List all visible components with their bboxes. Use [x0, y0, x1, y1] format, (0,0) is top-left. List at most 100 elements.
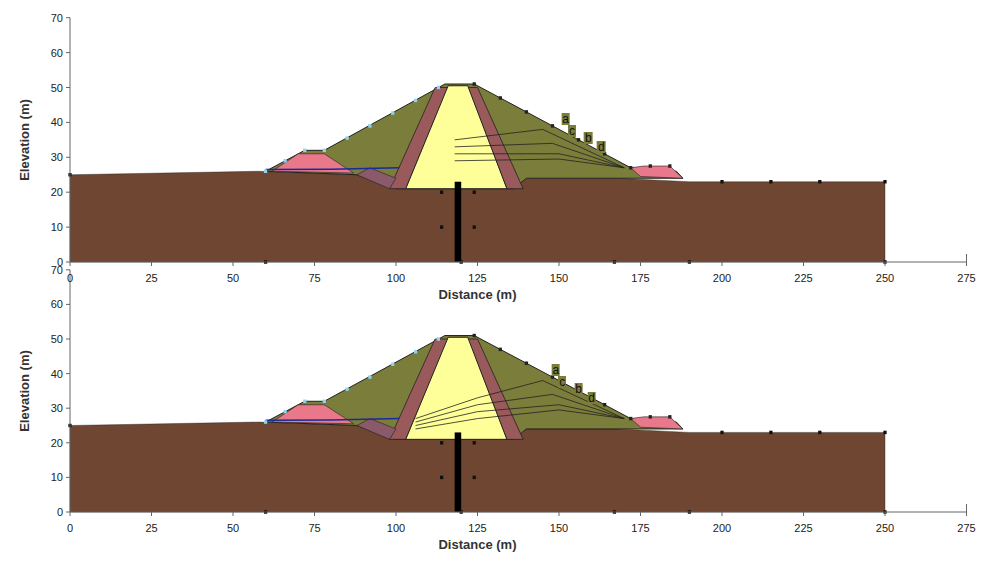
mesh-point: [473, 334, 476, 337]
mesh-point: [284, 410, 287, 413]
mesh-point: [818, 180, 821, 183]
mesh-point: [440, 190, 443, 193]
mesh-point: [323, 400, 326, 403]
mesh-point: [603, 403, 606, 406]
axis-line: [151, 262, 152, 266]
axis-line: [66, 122, 70, 123]
axis-line: [66, 157, 70, 158]
tick-label: 75: [308, 523, 320, 534]
axis-line: [722, 512, 723, 516]
tick-label: 175: [631, 273, 649, 284]
mesh-point: [345, 387, 348, 390]
tick-label: 50: [227, 523, 239, 534]
curve-label: a: [561, 113, 570, 125]
mesh-point: [368, 375, 371, 378]
mesh-point: [499, 96, 502, 99]
axis-line: [66, 304, 70, 305]
axis-line: [966, 512, 967, 516]
mesh-point: [629, 417, 632, 420]
curve-label: d: [587, 392, 596, 404]
mesh-point: [437, 86, 440, 89]
axis-line: [722, 262, 723, 266]
tick-label: 225: [794, 523, 812, 534]
mesh-point: [883, 180, 886, 183]
tick-label: 60: [51, 47, 63, 58]
axis-line: [314, 262, 315, 266]
axis-line: [66, 442, 70, 443]
axis-line: [66, 408, 70, 409]
tick-label: 60: [51, 299, 63, 310]
mesh-point: [769, 431, 772, 434]
mesh-point: [473, 476, 476, 479]
tick-label: 275: [957, 273, 975, 284]
axis-line: [477, 262, 478, 266]
axis-line: [66, 192, 70, 193]
tick-label: 250: [876, 523, 894, 534]
axis-line: [640, 512, 641, 516]
tick-label: 75: [308, 273, 320, 284]
mesh-point: [668, 415, 671, 418]
axis-line: [233, 512, 234, 516]
mesh-point: [473, 82, 476, 85]
mesh-point: [818, 431, 821, 434]
mesh-point: [649, 164, 652, 167]
mesh-point: [440, 225, 443, 228]
axis-line: [70, 262, 71, 266]
mesh-point: [391, 111, 394, 114]
tick-label: 20: [51, 187, 63, 198]
mesh-point: [391, 363, 394, 366]
tick-label: 25: [145, 273, 157, 284]
axis-line: [314, 512, 315, 516]
tick-label: 50: [51, 334, 63, 345]
axis-title: Distance (m): [438, 538, 516, 551]
mesh-point: [303, 149, 306, 152]
tick-label: 0: [57, 507, 63, 518]
axis-line: [966, 254, 967, 262]
tick-label: 70: [51, 12, 63, 23]
axis-line: [66, 269, 70, 270]
tick-label: 50: [227, 273, 239, 284]
axis-line: [233, 262, 234, 266]
axis-line: [66, 227, 70, 228]
axis-line: [885, 262, 886, 266]
mesh-point: [437, 337, 440, 340]
axis-line: [640, 262, 641, 266]
mesh-point: [440, 476, 443, 479]
mesh-point: [473, 190, 476, 193]
axis-line: [559, 262, 560, 266]
axis-line: [70, 270, 71, 512]
axis-line: [396, 512, 397, 516]
mesh-point: [499, 348, 502, 351]
tick-label: 200: [713, 273, 731, 284]
tick-label: 40: [51, 368, 63, 379]
tick-label: 0: [67, 273, 73, 284]
axis-line: [966, 262, 967, 266]
curve-label: b: [574, 383, 583, 395]
curve-label: a: [551, 364, 560, 376]
mesh-point: [440, 441, 443, 444]
mesh-point: [368, 124, 371, 127]
axis-line: [803, 512, 804, 516]
axis-line: [70, 512, 967, 513]
tick-label: 125: [468, 523, 486, 534]
tick-label: 40: [51, 117, 63, 128]
mesh-point: [264, 170, 267, 173]
mesh-point: [649, 415, 652, 418]
tick-label: 25: [145, 523, 157, 534]
axis-line: [151, 512, 152, 516]
axis-line: [885, 512, 886, 516]
mesh-point: [525, 110, 528, 113]
curve-label: c: [568, 125, 576, 137]
tick-label: 30: [51, 403, 63, 414]
axis-line: [396, 262, 397, 266]
mesh-point: [769, 180, 772, 183]
axis-line: [966, 504, 967, 512]
axis-line: [70, 18, 71, 262]
axis-line: [803, 262, 804, 266]
curve-label: b: [584, 132, 593, 144]
tick-label: 225: [794, 273, 812, 284]
mesh-point: [345, 136, 348, 139]
mesh-point: [720, 180, 723, 183]
axis-title: Distance (m): [438, 288, 516, 301]
mesh-point: [577, 138, 580, 141]
